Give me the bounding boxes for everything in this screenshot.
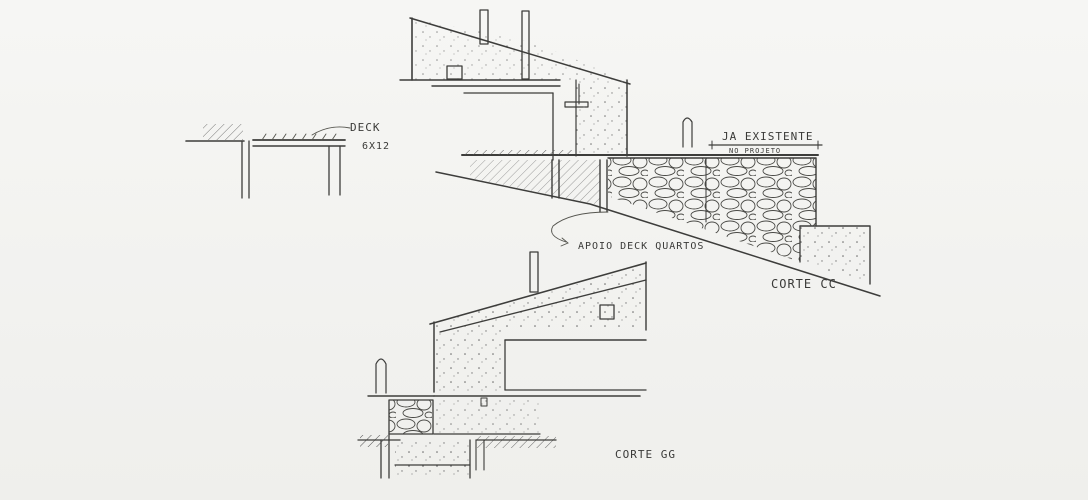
existing-sublabel: NO PROJETO (729, 147, 781, 155)
support-note: APOIO DECK QUARTOS (578, 241, 704, 252)
section-cc-drawing: JA EXISTENTE NO PROJETO APOIO DECK QUART… (399, 9, 881, 297)
section-gg-drawing: CORTE GG (357, 251, 676, 479)
deck-label: DECK (350, 121, 381, 134)
section-gg-label: CORTE GG (615, 448, 676, 461)
existing-label: JA EXISTENTE (722, 130, 813, 143)
deck-size-label: 6X12 (362, 141, 390, 152)
deck-detail: DECK 6X12 (185, 121, 390, 199)
section-cc-label: CORTE CC (771, 277, 837, 291)
